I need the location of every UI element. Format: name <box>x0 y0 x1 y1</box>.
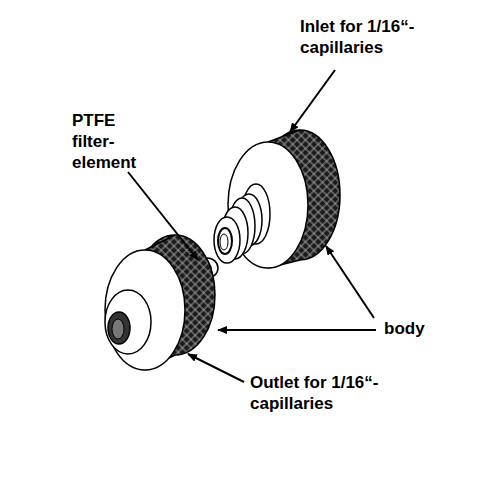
callout-label: PTFE filter- element <box>72 110 142 173</box>
callout-label: body <box>384 318 464 339</box>
callout-label: Outlet for 1/16“-capillaries <box>250 372 430 414</box>
inlet-thread <box>214 184 270 263</box>
callout-label: Inlet for 1/16“-capillaries <box>300 16 480 58</box>
leader-lines <box>128 70 376 382</box>
outlet-knob <box>105 235 215 370</box>
